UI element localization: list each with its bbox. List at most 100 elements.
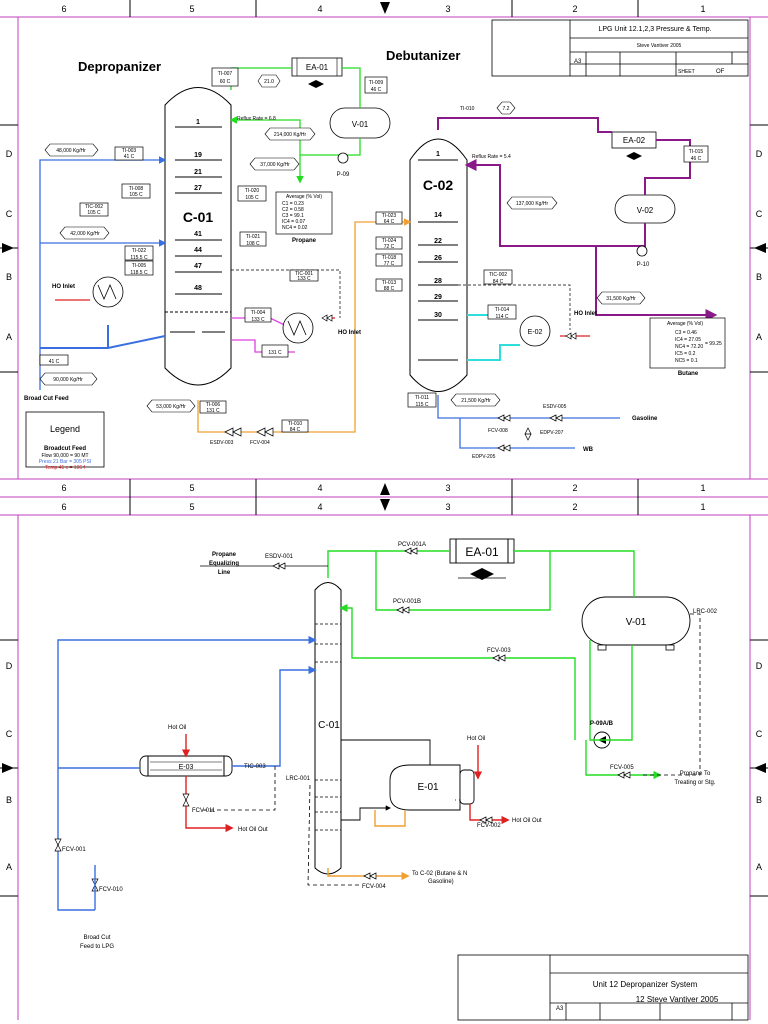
title-block-size: A3 — [574, 59, 582, 65]
col-label: 4 — [317, 4, 322, 14]
avg-line: IC4 = 0.07 — [282, 219, 305, 225]
v01-bottom: V-01 — [581, 596, 691, 651]
row-label: C — [6, 209, 13, 219]
reboiler-c01-right — [282, 312, 314, 344]
tag: TI-023 — [382, 213, 397, 219]
e01-reboiler: E-01 — [389, 764, 475, 811]
tag: TI-024 — [382, 238, 397, 244]
pressure-label: 7.2 — [503, 106, 510, 112]
ho-inlet-label: HO Inlet — [574, 311, 597, 317]
e01-label: E-01 — [417, 782, 439, 793]
tag: TI-008 — [129, 186, 144, 192]
tag-value: 60 C — [220, 79, 231, 85]
c01-tray: 48 — [194, 285, 202, 292]
tag-value: 88 C — [384, 286, 395, 292]
c02-tray: 26 — [434, 255, 442, 262]
col-label: 3 — [445, 4, 450, 14]
lrc-label: LRC-002 — [693, 609, 718, 615]
avg-line: NC4 = 72.20 — [675, 344, 703, 350]
valve-label: ESDV-001 — [265, 554, 294, 560]
legend-press: Press 21 Bar = 305 PSI — [39, 459, 91, 465]
col-label: 4 — [317, 502, 322, 512]
flow-label-texts-top: 21.0 7.2 214,000 Kg/Hr 37,000 Kg/Hr 48,0… — [53, 79, 650, 460]
tag: TI-015 — [689, 149, 704, 155]
row-label: B — [756, 272, 762, 282]
title-block-size: A3 — [556, 1006, 564, 1012]
flow-labels-top — [39, 74, 646, 413]
avg-line: IC4 = 27.05 — [675, 337, 701, 343]
c01-label: C-01 — [318, 720, 340, 731]
row-label: D — [6, 149, 13, 159]
e03-exchanger: E-03 — [139, 755, 233, 777]
flow-label: 90,000 Kg/Hr — [53, 377, 83, 383]
to-c02-label: To C-02 (Butane & N — [412, 871, 467, 877]
wb-label: WB — [583, 447, 594, 453]
avg-line: NC5 = 0.1 — [675, 358, 698, 364]
tic-label: TIC-003 — [244, 764, 266, 770]
c02-tray: 22 — [434, 238, 442, 245]
pressure-label: 21.0 — [264, 79, 274, 85]
col-label: 6 — [61, 502, 66, 512]
average-box-butane: Average (% Vol) C3 = 0.46 IC4 = 27.05 NC… — [667, 321, 722, 364]
col-label: 6 — [61, 4, 66, 14]
propane-label: Propane — [292, 238, 317, 244]
v02-label: V-02 — [637, 206, 654, 215]
flow-lines-bottom — [57, 550, 662, 911]
flow-label: 37,000 Kg/Hr — [260, 162, 290, 168]
tag-value: 77 C — [384, 261, 395, 267]
legend-sub: Broadcut Feed — [44, 446, 86, 452]
propane-to-label: Propane To — [680, 771, 711, 777]
legend-title: Legend — [50, 424, 80, 434]
ea02-label: EA-02 — [623, 136, 646, 145]
avg-line: NC4 = 0.02 — [282, 225, 308, 231]
avg-line: IC5 = 0.2 — [675, 351, 696, 357]
row-label: C — [756, 209, 763, 219]
col-label: 3 — [445, 483, 450, 493]
valve-label: FCV-001 — [62, 847, 86, 853]
tag: TI-003 — [122, 148, 137, 154]
valve-label: FCV-004 — [362, 884, 386, 890]
title-block-bottom — [457, 954, 749, 1021]
valve-label: PCV-001B — [393, 599, 421, 605]
col-label: 4 — [317, 483, 322, 493]
avg-line: C3 = 99.1 — [282, 213, 304, 219]
v02-drum: V-02 — [614, 194, 676, 224]
tag: TIC-002 — [489, 272, 507, 278]
col-label: 5 — [189, 4, 194, 14]
col-label: 5 — [189, 483, 194, 493]
avg-title: Average (% Vol) — [286, 194, 322, 200]
column-c02: 1 C-02 14 22 26 28 29 30 — [409, 138, 468, 392]
pump-label: P-09A/B — [590, 721, 614, 727]
avg-title: Average (% Vol) — [667, 321, 703, 327]
col-label: 1 — [700, 483, 705, 493]
avg-total: = 99.25 — [705, 341, 722, 347]
tag: TI-004 — [251, 310, 266, 316]
valve-label: FCV-002 — [477, 823, 501, 829]
row-label: A — [6, 332, 12, 342]
tag-value: 41 C — [124, 154, 135, 160]
flow-label: 137,000 Kg/Hr — [516, 201, 549, 207]
tag-value: 133 C — [297, 276, 311, 282]
col-label: 3 — [445, 502, 450, 512]
propane-to-label: Treating or Stg. — [674, 780, 715, 786]
reflux-label: Reflux Rate = 5.4 — [472, 154, 511, 160]
avg-line: C2 = 0.58 — [282, 207, 304, 213]
valve-label: EDPV-205 — [472, 454, 496, 460]
row-label: D — [756, 661, 763, 671]
lrc-label: LRC-001 — [286, 776, 311, 782]
col-label: 5 — [189, 502, 194, 512]
row-label: A — [756, 332, 762, 342]
row-label: B — [756, 795, 762, 805]
tag-value: 133 C — [251, 317, 265, 323]
hot-oil-label: Hot Oil — [168, 725, 186, 731]
valve-label: FCV-003 — [487, 648, 511, 654]
propane-eq-label: Equalizing — [209, 561, 239, 567]
v01-label: V-01 — [352, 120, 369, 129]
flow-label: 42,000 Kg/Hr — [70, 231, 100, 237]
hot-oil-label: Hot Oil — [467, 736, 485, 742]
tag: TI-005 — [132, 263, 147, 269]
valve-label: FCV-010 — [99, 887, 123, 893]
col-label: 1 — [700, 4, 705, 14]
broad-cut-label: Broad Cut — [83, 935, 110, 941]
